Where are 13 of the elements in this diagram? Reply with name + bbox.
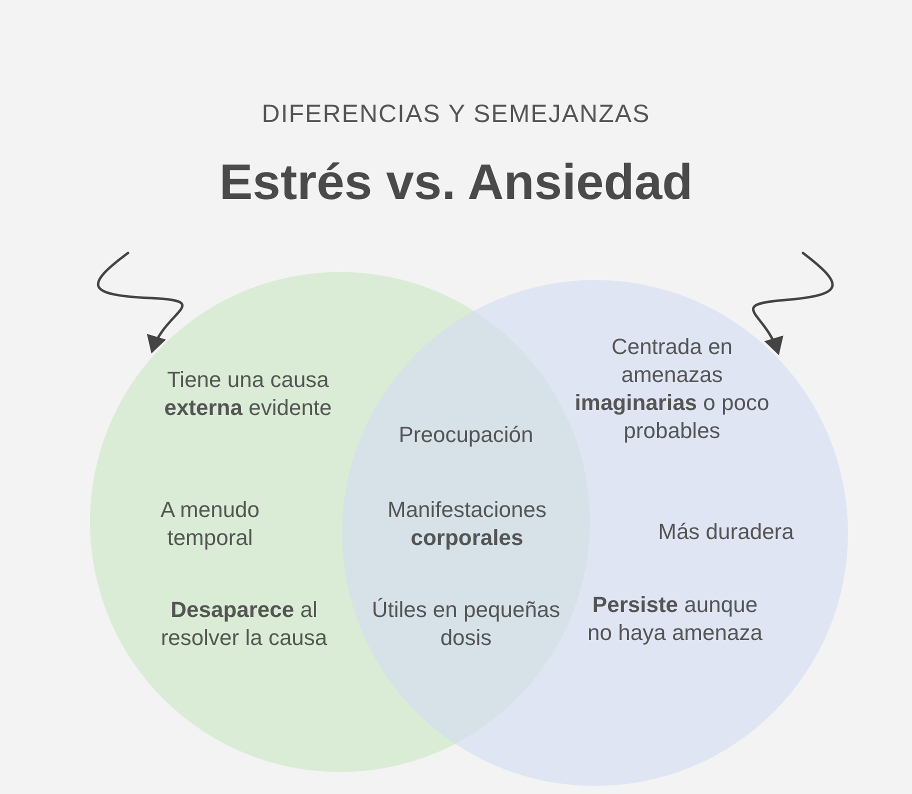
circle-text: Más duradera (657, 518, 795, 546)
squiggle-arrow (752, 252, 834, 356)
overlap-text: Útiles en pequeñas dosis (370, 596, 562, 652)
circle-text: A menudo temporal (159, 496, 261, 552)
title: Estrés vs. Ansiedad (218, 153, 694, 212)
circle-text: Tiene una causa externa evidente (163, 366, 333, 422)
circle-text: Centrada en amenazas imaginarias o poco probables (574, 333, 770, 445)
squiggle-arrow (96, 252, 184, 354)
overlap-text: Manifestaciones corporales (386, 496, 548, 552)
circle-text: Persiste aunque no haya amenaza (586, 591, 764, 647)
subtitle: DIFERENCIAS Y SEMEJANZAS (260, 99, 652, 130)
circle-text: Desaparece al resolver la causa (160, 596, 328, 652)
overlap-text: Preocupación (398, 421, 534, 449)
